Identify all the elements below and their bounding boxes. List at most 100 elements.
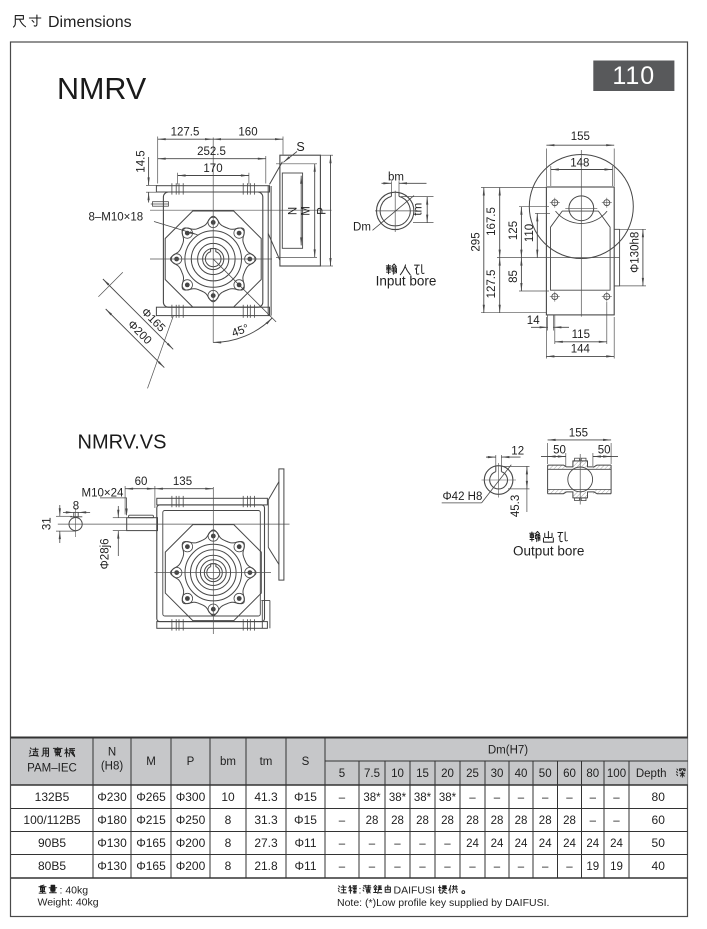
svg-text:S: S bbox=[302, 756, 310, 768]
svg-text:10: 10 bbox=[391, 768, 404, 780]
svg-text:125: 125 bbox=[508, 221, 520, 240]
svg-text:M: M bbox=[301, 206, 313, 216]
svg-text:Weight: 40kg: Weight: 40kg bbox=[38, 897, 99, 909]
svg-text:19: 19 bbox=[586, 861, 599, 873]
svg-text:45°: 45° bbox=[230, 323, 250, 340]
svg-text:14.5: 14.5 bbox=[136, 150, 148, 172]
svg-text:bm: bm bbox=[220, 756, 236, 768]
svg-text:80: 80 bbox=[586, 768, 599, 780]
svg-text:Φ15: Φ15 bbox=[294, 813, 317, 827]
svg-text:–: – bbox=[613, 815, 620, 827]
svg-text:–: – bbox=[339, 792, 346, 804]
svg-text:–: – bbox=[419, 861, 426, 873]
svg-text:90B5: 90B5 bbox=[38, 836, 66, 850]
svg-text:41.3: 41.3 bbox=[254, 790, 278, 804]
svg-text:135: 135 bbox=[173, 476, 192, 488]
svg-text:28: 28 bbox=[366, 815, 379, 827]
svg-text:12: 12 bbox=[511, 446, 524, 458]
svg-text:8: 8 bbox=[225, 859, 232, 873]
svg-text:Depth: Depth bbox=[636, 768, 667, 780]
svg-text:7.5: 7.5 bbox=[364, 768, 380, 780]
svg-text::: : bbox=[359, 885, 362, 897]
svg-text:DAIFUSI: DAIFUSI bbox=[394, 885, 435, 897]
svg-text:28: 28 bbox=[416, 815, 429, 827]
svg-text:: 40kg: : 40kg bbox=[60, 885, 89, 897]
svg-text:167.5: 167.5 bbox=[486, 207, 498, 236]
svg-text:–: – bbox=[394, 861, 401, 873]
svg-text:Φ11: Φ11 bbox=[294, 836, 316, 850]
svg-text:170: 170 bbox=[203, 163, 222, 175]
svg-text:PAM–IEC: PAM–IEC bbox=[27, 763, 77, 775]
svg-text:M10×24: M10×24 bbox=[82, 487, 124, 499]
svg-text:Φ130: Φ130 bbox=[97, 859, 127, 873]
svg-text:8: 8 bbox=[225, 836, 232, 850]
svg-text:–: – bbox=[518, 792, 525, 804]
svg-text:25: 25 bbox=[466, 768, 479, 780]
svg-text:38*: 38* bbox=[414, 792, 432, 804]
svg-text:Dm: Dm bbox=[353, 222, 371, 234]
svg-text:tm: tm bbox=[413, 203, 425, 216]
svg-text:–: – bbox=[339, 815, 346, 827]
svg-text:28: 28 bbox=[441, 815, 454, 827]
svg-text:8: 8 bbox=[73, 501, 79, 513]
svg-text:P: P bbox=[316, 207, 328, 215]
svg-text:–: – bbox=[518, 861, 525, 873]
svg-text:45.3: 45.3 bbox=[510, 495, 522, 517]
svg-text:28: 28 bbox=[539, 815, 552, 827]
svg-text:Φ15: Φ15 bbox=[294, 790, 317, 804]
svg-text:31.3: 31.3 bbox=[254, 813, 278, 827]
svg-text:144: 144 bbox=[571, 344, 591, 356]
svg-text:–: – bbox=[566, 861, 573, 873]
svg-text:30: 30 bbox=[491, 768, 504, 780]
svg-text:–: – bbox=[494, 792, 501, 804]
svg-text:8: 8 bbox=[225, 813, 232, 827]
svg-text:–: – bbox=[369, 838, 376, 850]
svg-text:38*: 38* bbox=[389, 792, 407, 804]
svg-text:Φ28j6: Φ28j6 bbox=[100, 538, 112, 569]
svg-text:127.5: 127.5 bbox=[486, 270, 498, 299]
svg-text:28: 28 bbox=[491, 815, 504, 827]
svg-text:60: 60 bbox=[563, 768, 576, 780]
svg-text:24: 24 bbox=[539, 838, 552, 850]
svg-text:24: 24 bbox=[491, 838, 504, 850]
svg-text:100: 100 bbox=[607, 768, 626, 780]
svg-text:28: 28 bbox=[391, 815, 404, 827]
svg-text:Φ165: Φ165 bbox=[136, 859, 166, 873]
svg-text:50: 50 bbox=[553, 445, 566, 457]
svg-text:160: 160 bbox=[238, 127, 257, 139]
svg-text:Φ130h8: Φ130h8 bbox=[630, 232, 642, 273]
svg-text:20: 20 bbox=[441, 768, 454, 780]
svg-text:–: – bbox=[590, 815, 597, 827]
svg-text:(H8): (H8) bbox=[101, 761, 124, 773]
svg-text:bm: bm bbox=[388, 171, 404, 183]
svg-text:28: 28 bbox=[515, 815, 528, 827]
svg-text:–: – bbox=[494, 861, 501, 873]
svg-text:100/112B5: 100/112B5 bbox=[23, 813, 80, 827]
svg-text:8–M10×18: 8–M10×18 bbox=[89, 212, 144, 224]
svg-text:24: 24 bbox=[563, 838, 576, 850]
svg-text:28: 28 bbox=[563, 815, 576, 827]
svg-text:148: 148 bbox=[570, 157, 589, 169]
svg-text:Φ200: Φ200 bbox=[176, 836, 206, 850]
svg-text:85: 85 bbox=[508, 270, 520, 283]
svg-text:Output bore: Output bore bbox=[513, 543, 584, 558]
svg-text:–: – bbox=[469, 861, 476, 873]
svg-text:14: 14 bbox=[527, 315, 540, 327]
svg-text:15: 15 bbox=[416, 768, 429, 780]
svg-text:295: 295 bbox=[470, 232, 482, 251]
svg-text:NMRV.VS: NMRV.VS bbox=[78, 432, 167, 454]
svg-text:5: 5 bbox=[339, 768, 345, 780]
svg-text:110: 110 bbox=[612, 62, 655, 90]
svg-text:60: 60 bbox=[135, 476, 148, 488]
svg-text:–: – bbox=[444, 861, 451, 873]
svg-text:50: 50 bbox=[652, 836, 666, 850]
svg-text:S: S bbox=[296, 140, 304, 154]
svg-text:Φ11: Φ11 bbox=[294, 859, 316, 873]
svg-text:115: 115 bbox=[572, 329, 590, 341]
svg-text:252.5: 252.5 bbox=[197, 146, 226, 158]
svg-text:Φ215: Φ215 bbox=[136, 813, 166, 827]
svg-text:Φ180: Φ180 bbox=[97, 813, 127, 827]
svg-text:Φ165: Φ165 bbox=[136, 836, 166, 850]
svg-text:Note: (*)Low profile key suppl: Note: (*)Low profile key supplied by DAI… bbox=[337, 897, 549, 909]
svg-text:–: – bbox=[419, 838, 426, 850]
